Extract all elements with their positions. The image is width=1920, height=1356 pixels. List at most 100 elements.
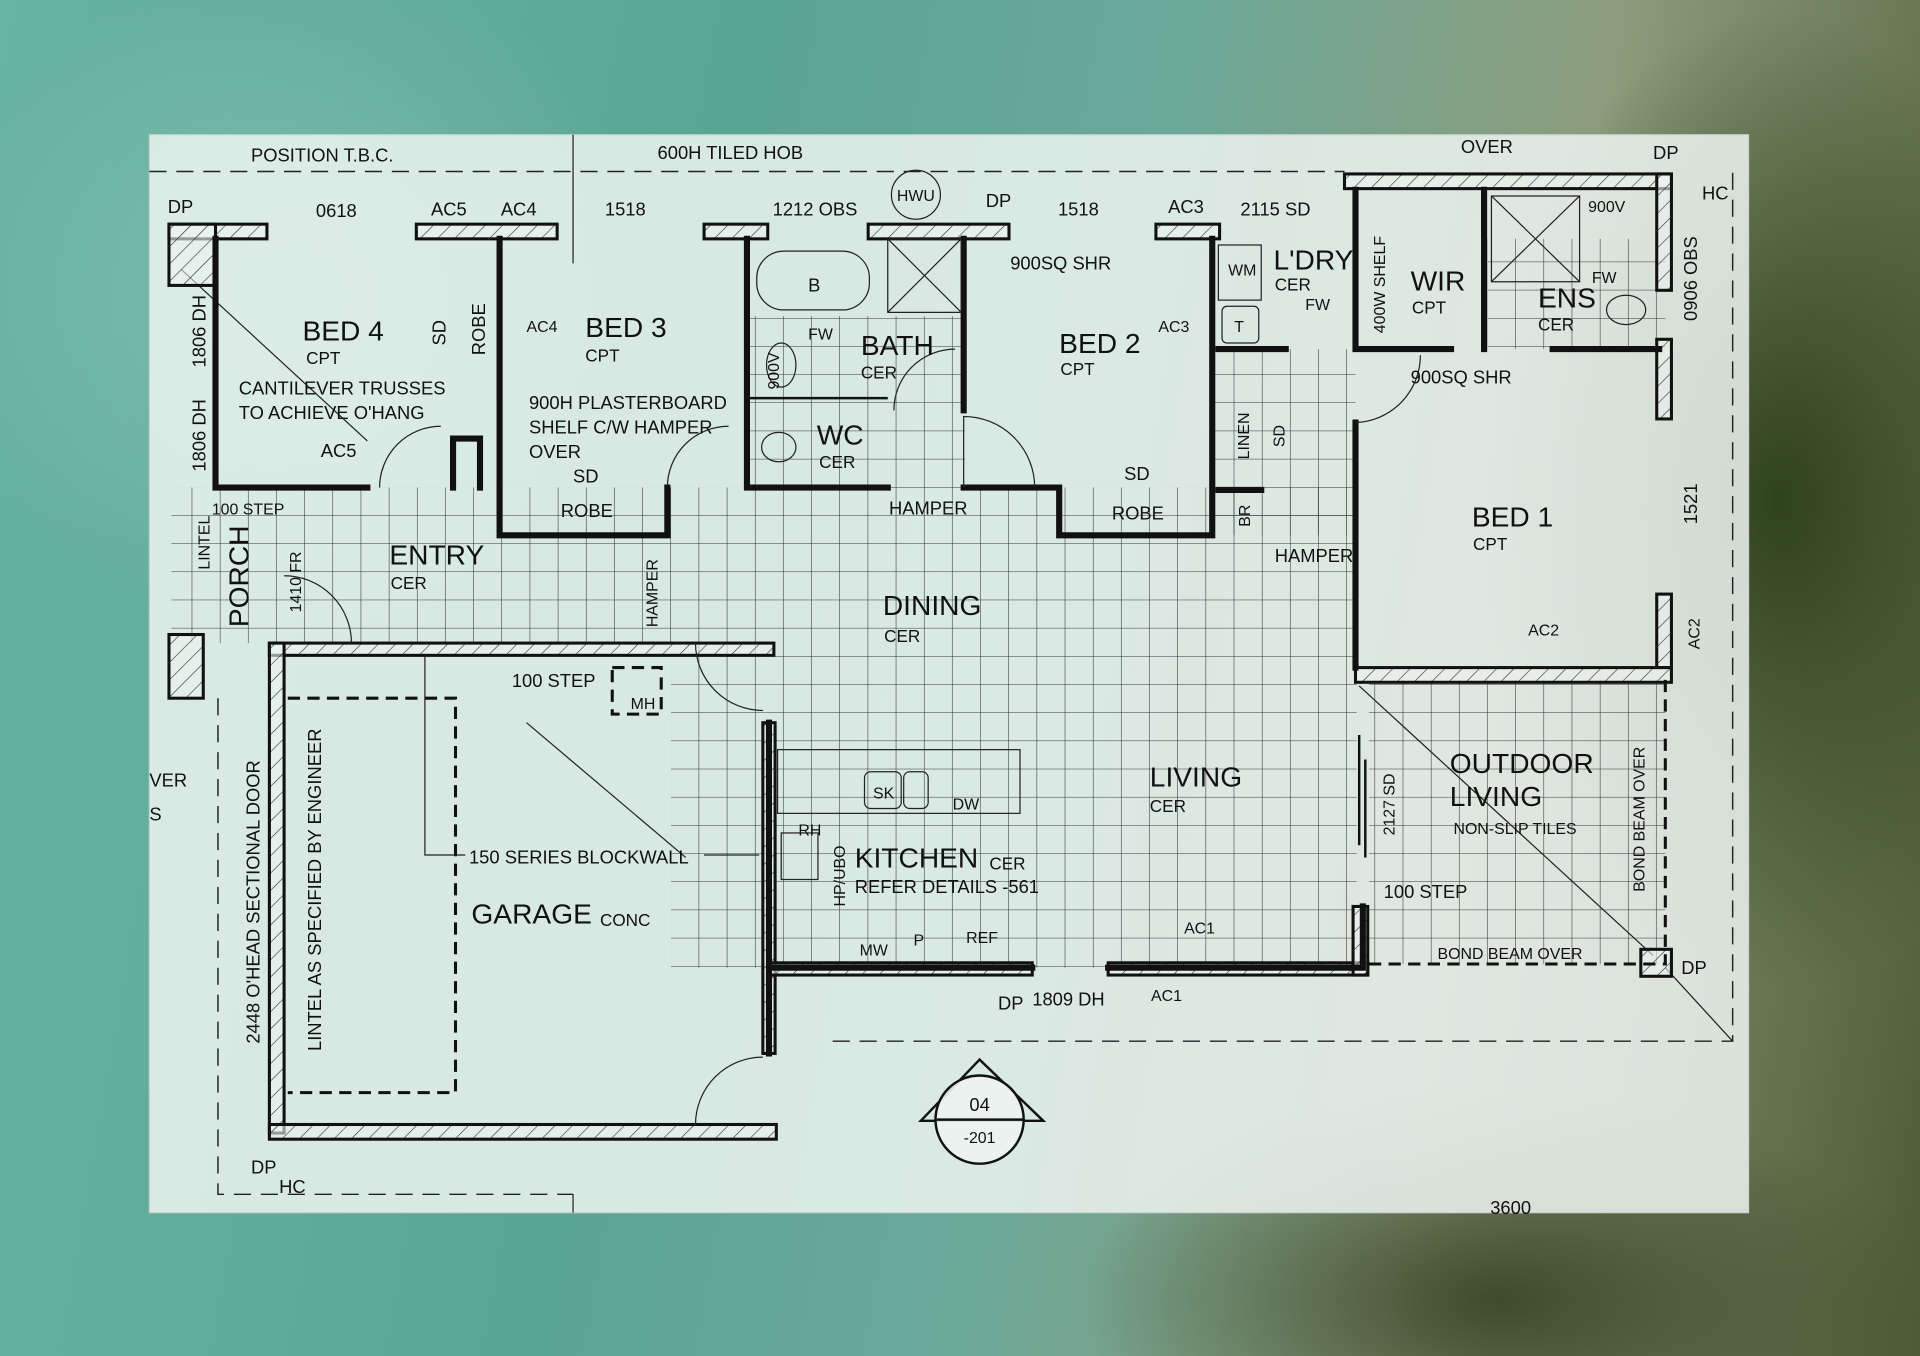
hotplate-oven-label: HP/UBO (832, 845, 849, 906)
downpipe-label: DP (251, 1156, 277, 1177)
room-floor: CPT (1060, 359, 1095, 379)
sd-label: SD (1271, 425, 1288, 447)
step-label: 100 STEP (212, 501, 285, 518)
room-floor: NON-SLIP TILES (1453, 821, 1576, 838)
room-floor: CER (989, 854, 1025, 874)
ac-label: AC1 (1184, 920, 1215, 937)
vanity-label: 900V (766, 352, 783, 390)
meter-box-note: POSITION T.B.C. (251, 145, 393, 166)
room-bed-4: BED 4 CPT CANTILEVER TRUSSES TO ACHIEVE … (189, 295, 489, 472)
fridge-label: REF (966, 930, 998, 947)
hose-cock-label: HC (1702, 183, 1729, 204)
microwave-label: MW (860, 942, 888, 959)
room-name: ENTRY (389, 540, 484, 571)
sink-label: SK (873, 786, 895, 803)
porch-label: PORCH (224, 525, 255, 627)
room-name: BATH (861, 330, 934, 361)
garage-door-label: 2448 O'HEAD SECTIONAL DOOR (243, 760, 264, 1043)
downpipe-label: DP (1681, 957, 1707, 978)
room-floor: CONC (600, 910, 650, 930)
ac-label: AC2 (1687, 618, 1704, 649)
hamper-label: HAMPER (645, 559, 662, 627)
room-entry: 100 STEP LINTEL PORCH 1410 FR ENTRY CER … (196, 501, 981, 645)
window-label: 1806 DH (189, 399, 210, 471)
interior-walls (212, 186, 1667, 1095)
over-note: OVER (1461, 136, 1513, 157)
section-marker: 04 -201 (917, 1057, 1047, 1165)
room-floor: CER (1275, 274, 1311, 294)
room-name: WIR (1411, 265, 1466, 296)
refer-note: REFER DETAILS -561 (855, 876, 1039, 897)
room-bed-3: AC4 BED 3 CPT 900H PLASTERBOARD SHELF C/… (527, 312, 727, 521)
window-label: 1806 DH (189, 295, 210, 367)
window-label: 1521 (1680, 483, 1701, 524)
bond-beam-label: BOND BEAM OVER (1438, 946, 1583, 963)
window-label: 2115 SD (1240, 199, 1310, 220)
ac-label: AC5 (431, 199, 467, 220)
floor-tiles (171, 238, 1666, 968)
robe-label: ROBE (561, 500, 613, 521)
bond-beam-label: BOND BEAM OVER (1631, 747, 1648, 892)
step-label: 100 STEP (512, 670, 596, 691)
room-bed-2: BED 2 CPT AC3 SD ROBE (1059, 319, 1189, 523)
room-name: GARAGE (471, 899, 591, 930)
top-notes: POSITION T.B.C. 600H TILED HOB OVER DP H… (168, 136, 1729, 221)
floor-waste-label: FW (1592, 270, 1617, 287)
room-name: BED 3 (585, 312, 666, 343)
step-label: 100 STEP (1384, 881, 1468, 902)
dimension-label: 3600 (1490, 1197, 1531, 1218)
eave-lines (149, 134, 1734, 1213)
note: 900H PLASTERBOARD (529, 392, 727, 413)
sd-label: SD (429, 320, 450, 346)
broom-label: BR (1237, 505, 1254, 527)
section-sheet: -201 (964, 1130, 996, 1147)
lintel-label: LINTEL (196, 516, 213, 570)
hose-cock-label: HC (279, 1176, 306, 1197)
room-living: LIVING CER 2127 SD AC1 100 STEP DP 1809 … (765, 719, 1468, 1057)
window-label: 1410 FR (288, 551, 305, 612)
room-name: OUTDOOR (1450, 748, 1594, 779)
hot-water-unit (890, 169, 942, 220)
room-name: DINING (883, 590, 982, 621)
downpipe-label: DP (168, 196, 194, 217)
robe-label: ROBE (468, 303, 489, 355)
blockwall-note: 150 SERIES BLOCKWALL (469, 847, 689, 868)
hob-note: 600H TILED HOB (658, 142, 804, 163)
lintel-note: LINTEL AS SPECIFIED BY ENGINEER (304, 729, 325, 1051)
window-label: 0618 (316, 200, 357, 221)
ac-label: AC1 (1151, 988, 1182, 1005)
downpipe-label: DP (1653, 142, 1679, 163)
room-outdoor-living: OUTDOOR LIVING NON-SLIP TILES BOND BEAM … (1438, 747, 1707, 1218)
hamper-label: HAMPER (889, 497, 968, 518)
window-label: 0906 OBS (1680, 236, 1701, 321)
floor-waste-label: FW (808, 326, 833, 343)
room-kitchen: SK DW RH HP/UBO KITCHEN CER REFER DETAIL… (798, 786, 1039, 960)
ac-label: AC3 (1158, 319, 1189, 336)
ac-label: AC3 (1168, 196, 1204, 217)
window-label: 1212 OBS (773, 199, 858, 220)
tub-label: T (1234, 319, 1244, 336)
window-label: 1518 (1058, 199, 1099, 220)
bathtub (756, 250, 870, 311)
shelf-label: 400W SHELF (1372, 236, 1389, 334)
cut-note: S (149, 804, 161, 825)
room-name: BED 2 (1059, 328, 1140, 359)
shower-label: 900SQ SHR (1010, 252, 1111, 273)
room-floor: CER (1150, 796, 1186, 816)
downpipe-label: DP (998, 992, 1024, 1013)
floor-waste-label: FW (1305, 297, 1330, 314)
room-name: L'DRY (1273, 244, 1353, 275)
room-name: WC (817, 420, 864, 451)
ac-label: AC4 (501, 199, 537, 220)
room-laundry: WM L'DRY CER FW T LINEN SD BR HAMPER (1228, 244, 1353, 566)
downpipe-label: DP (986, 190, 1012, 211)
room-bath: B FW BATH CER 900V 900SQ SHR HAMPER WC C… (766, 252, 1111, 518)
pantry-label: P (913, 933, 924, 950)
room-floor: CPT (1412, 298, 1447, 318)
room-floor: CER (1538, 315, 1574, 335)
sd-label: SD (1124, 463, 1150, 484)
hamper-label: HAMPER (1275, 545, 1354, 566)
rangehood-label: RH (798, 822, 821, 839)
room-name: ENS (1538, 282, 1596, 313)
